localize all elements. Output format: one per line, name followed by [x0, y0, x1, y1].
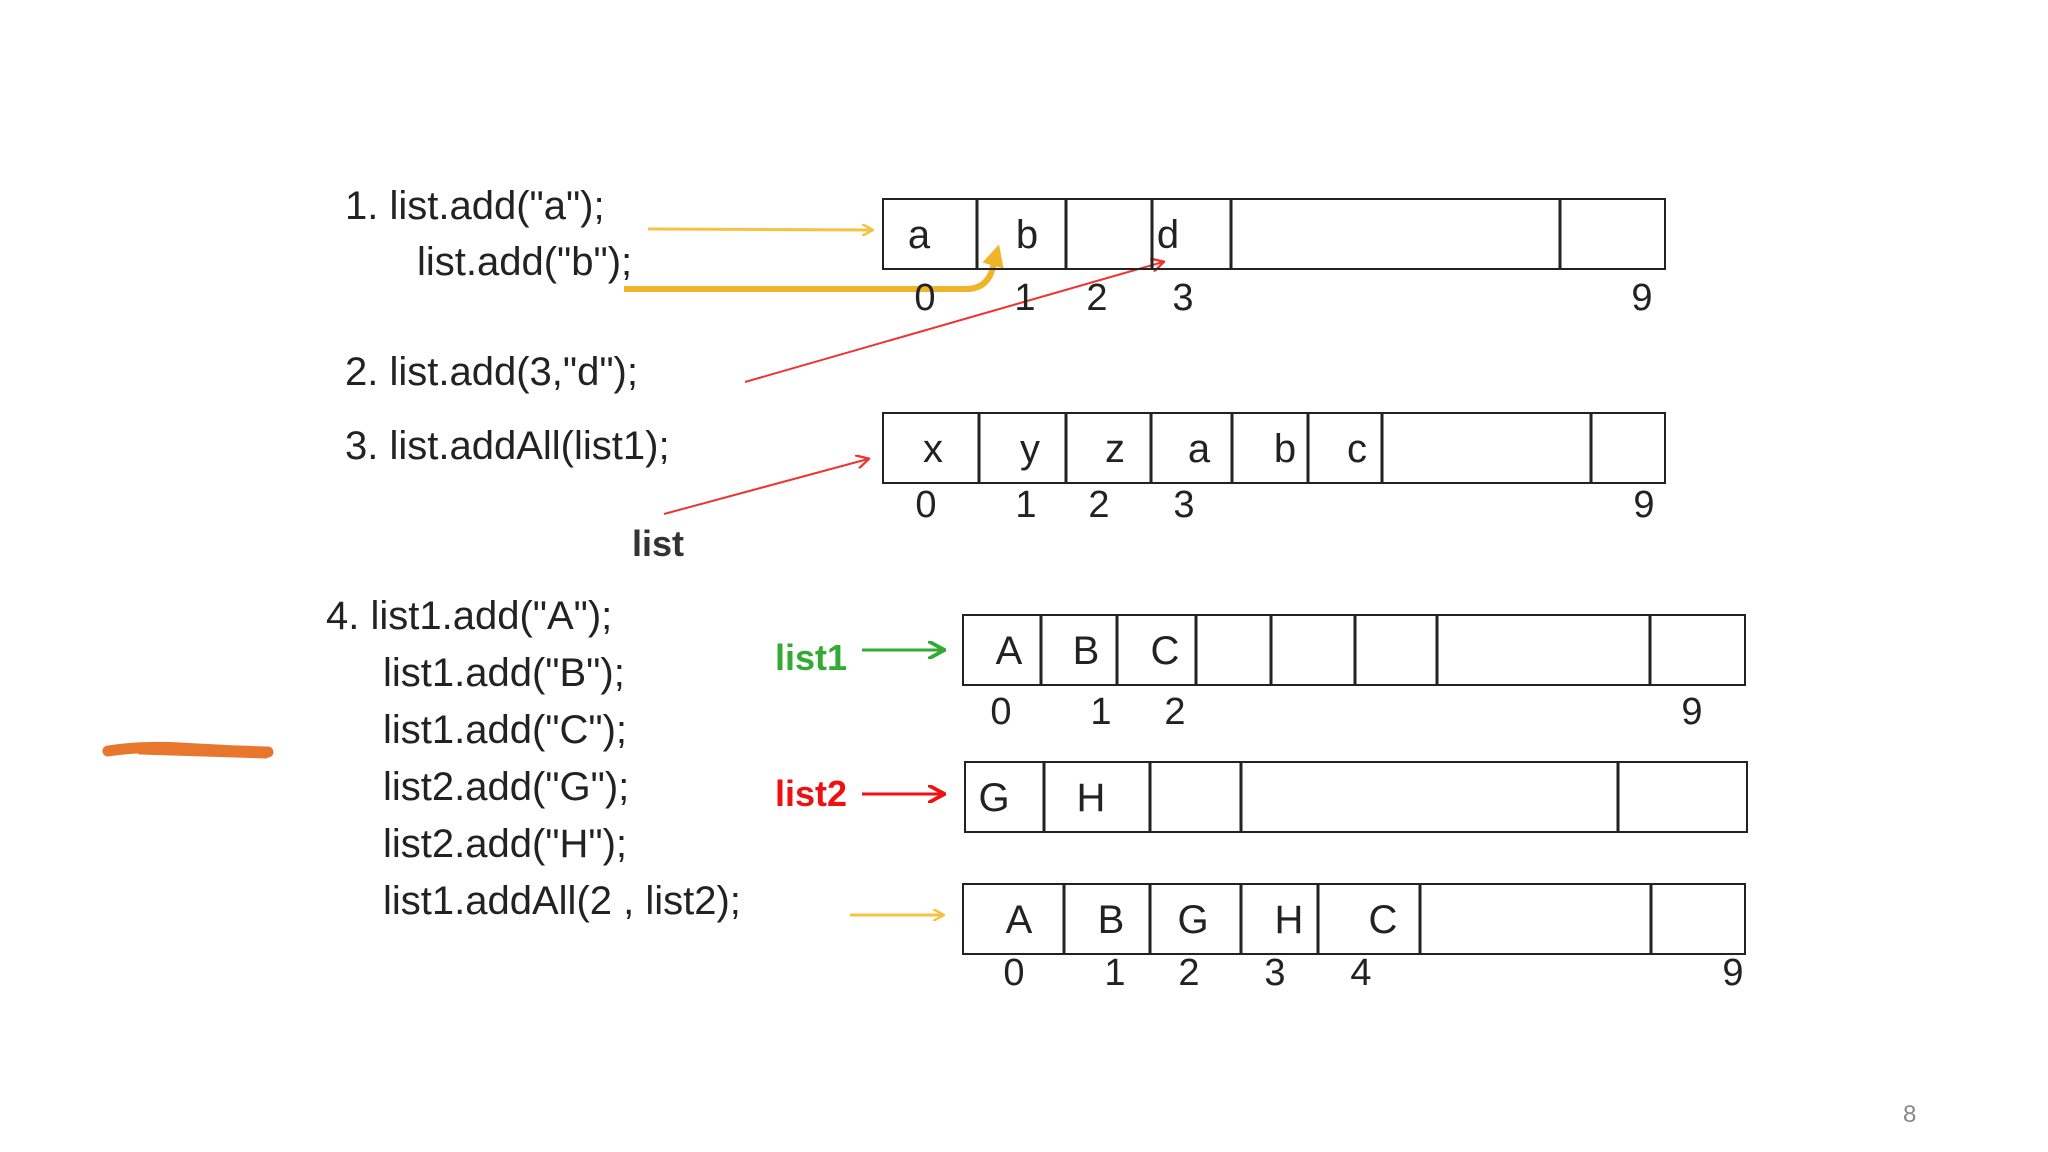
array-cell-value: G: [978, 776, 1009, 820]
code-step3: 3. list.addAll(list1);: [345, 424, 670, 468]
array-index-label: 2: [1086, 277, 1107, 319]
list2-label: list2: [775, 773, 848, 814]
array-index-label: 1: [1014, 277, 1035, 319]
code-step4-line3: list1.add("C");: [383, 708, 628, 752]
code-step2: 2. list.add(3,"d");: [345, 350, 638, 394]
arrow-step1-b: [624, 244, 1004, 292]
code-step1-line2: list.add("b");: [417, 240, 633, 284]
array-cell-value: x: [923, 427, 943, 471]
array-cell-value: H: [1275, 898, 1304, 942]
array-cell-value: B: [1098, 898, 1125, 942]
orange-scribble: [102, 741, 274, 758]
array-index-label: 0: [990, 691, 1011, 733]
array-cell-value: c: [1347, 427, 1367, 471]
array-index-label: 0: [1003, 952, 1024, 994]
array-outline: [882, 198, 1666, 270]
code-step4-line1: 4. list1.add("A");: [326, 594, 613, 638]
array-cell-value: y: [1020, 427, 1040, 471]
array-index-label: 2: [1178, 952, 1199, 994]
array-index-label: 4: [1350, 952, 1371, 994]
array-cell-value: A: [1006, 898, 1033, 942]
array-index-label: 9: [1633, 484, 1654, 526]
arrow-step2: [744, 262, 1163, 383]
array-index-label: 3: [1173, 484, 1194, 526]
array-index-label: 3: [1264, 952, 1285, 994]
code-step4-line4: list2.add("G");: [383, 765, 630, 809]
array-index-label: 0: [914, 277, 935, 319]
array-cell-value: A: [996, 629, 1023, 673]
array-cell-value: G: [1177, 898, 1208, 942]
array-index-label: 9: [1722, 952, 1743, 994]
array-cell-value: d: [1157, 213, 1179, 257]
array-2-box: x y z a b c 0 1 2 3 9: [882, 412, 1666, 526]
array-cell-value: b: [1016, 213, 1038, 257]
code-step4-line6: list1.addAll(2 , list2);: [383, 879, 741, 923]
array-index-label: 2: [1088, 484, 1109, 526]
array-index-label: 1: [1090, 691, 1111, 733]
array-cell-value: a: [1188, 427, 1211, 471]
array-index-label: 9: [1631, 277, 1652, 319]
list1-label: list1: [775, 637, 848, 678]
code-step4-line5: list2.add("H");: [383, 822, 628, 866]
arrow-step3: [663, 459, 868, 515]
array-index-label: 2: [1164, 691, 1185, 733]
code-step4-line2: list1.add("B");: [383, 651, 625, 695]
arrow-step1-a: [647, 229, 872, 230]
array-5-box: A B G H C 0 1 2 3 4 9: [962, 883, 1746, 994]
array-cell-value: z: [1105, 427, 1125, 471]
array-index-label: 9: [1681, 691, 1702, 733]
array-index-label: 3: [1172, 277, 1193, 319]
array-cell-value: C: [1369, 898, 1398, 942]
array-index-label: 1: [1104, 952, 1125, 994]
array-cell-value: b: [1274, 427, 1296, 471]
list-label: list: [632, 523, 685, 564]
array-3-box: A B C 0 1 2 9: [962, 614, 1746, 733]
array-cell-value: H: [1077, 776, 1106, 820]
page-number: 8: [1903, 1101, 1917, 1128]
array-outline: [882, 412, 1666, 484]
array-cell-value: B: [1073, 629, 1100, 673]
code-step1-line1: 1. list.add("a");: [345, 184, 605, 228]
array-cell-value: C: [1151, 629, 1180, 673]
array-index-label: 0: [915, 484, 936, 526]
array-outline: [962, 883, 1746, 955]
array-cell-value: a: [908, 213, 931, 257]
array-1-box: a b d 0 1 2 3 9: [882, 198, 1666, 319]
array-outline: [964, 761, 1748, 833]
array-index-label: 1: [1015, 484, 1036, 526]
